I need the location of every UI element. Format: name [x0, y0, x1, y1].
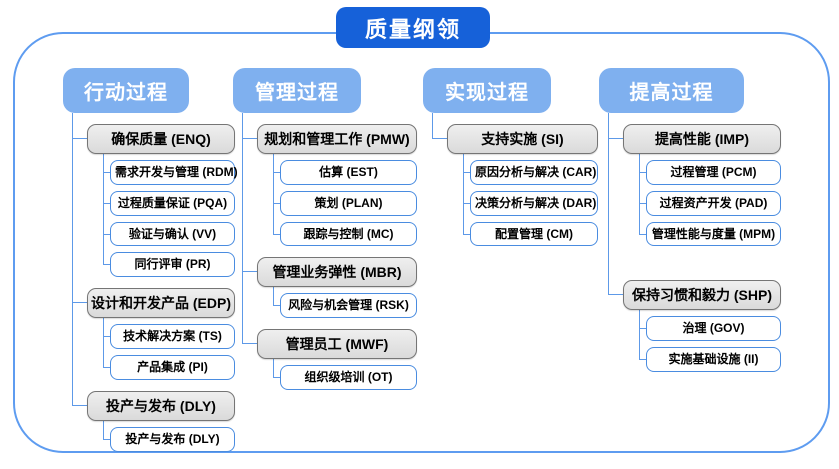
practice-node: 产品集成 (PI) — [110, 354, 235, 380]
process-area-node: 确保质量 (ENQ) — [87, 124, 235, 154]
process-area-node: 保持习惯和毅力 (SHP) — [623, 280, 781, 311]
practice-item: 技术解决方案 (TS) — [103, 318, 235, 349]
practice-item: 产品集成 (PI) — [103, 348, 235, 380]
process-area-node: 支持实施 (SI) — [447, 124, 598, 154]
process-area-node: 规划和管理工作 (PMW) — [257, 124, 417, 154]
column-body: 提高性能 (IMP) 过程管理 (PCM) 过程资产开发 (PAD) 管理性能与度量 … — [608, 113, 781, 372]
process-area-node: 投产与发布 (DLY) — [87, 390, 235, 421]
process-column: 提高过程提高性能 (IMP) 过程管理 (PCM) 过程资产开发 (PAD) 管理性能… — [599, 68, 781, 372]
practice-node: 策划 (PLAN) — [280, 190, 417, 216]
practice-node: 过程资产开发 (PAD) — [646, 190, 781, 216]
practice-node: 估算 (EST) — [280, 160, 417, 185]
practice-node: 过程管理 (PCM) — [646, 160, 781, 185]
practice-list: 技术解决方案 (TS) 产品集成 (PI) — [103, 318, 235, 380]
column-header: 实现过程 — [423, 68, 551, 113]
process-group: 保持习惯和毅力 (SHP) 治理 (GOV) 实施基础设施 (II) — [608, 246, 781, 372]
practice-node: 过程质量保证 (PQA) — [110, 190, 235, 216]
practice-list: 投产与发布 (DLY) — [103, 420, 235, 452]
practice-item: 组织级培训 (OT) — [273, 359, 417, 390]
practice-item: 投产与发布 (DLY) — [103, 420, 235, 452]
practice-item: 估算 (EST) — [273, 154, 417, 185]
practice-node: 配置管理 (CM) — [470, 221, 598, 247]
column-header: 管理过程 — [233, 68, 361, 113]
practice-node: 原因分析与解决 (CAR) — [470, 160, 598, 185]
practice-list: 需求开发与管理 (RDM) 过程质量保证 (PQA) 验证与确认 (VV) 同行评审 … — [103, 154, 238, 278]
process-group: 投产与发布 (DLY) 投产与发布 (DLY) — [72, 379, 235, 452]
practice-list: 过程管理 (PCM) 过程资产开发 (PAD) 管理性能与度量 (MPM) — [639, 154, 781, 247]
practice-item: 验证与确认 (VV) — [103, 215, 235, 247]
practice-node: 技术解决方案 (TS) — [110, 324, 235, 349]
practice-item: 原因分析与解决 (CAR) — [463, 154, 598, 185]
column-body: 确保质量 (ENQ) 需求开发与管理 (RDM) 过程质量保证 (PQA) 验证与确认… — [72, 113, 238, 452]
practice-node: 组织级培训 (OT) — [280, 365, 417, 390]
practice-item: 同行评审 (PR) — [103, 246, 235, 278]
process-group: 支持实施 (SI) 原因分析与解决 (CAR) 决策分析与解决 (DAR) 配置管理 … — [432, 113, 598, 247]
practice-item: 治理 (GOV) — [639, 310, 781, 342]
process-group: 确保质量 (ENQ) 需求开发与管理 (RDM) 过程质量保证 (PQA) 验证与确认… — [72, 113, 238, 278]
practice-list: 组织级培训 (OT) — [273, 359, 417, 390]
practice-node: 决策分析与解决 (DAR) — [470, 190, 598, 216]
practice-node: 需求开发与管理 (RDM) — [110, 160, 238, 185]
process-group: 提高性能 (IMP) 过程管理 (PCM) 过程资产开发 (PAD) 管理性能与度量 … — [608, 113, 781, 247]
practice-node: 实施基础设施 (II) — [646, 347, 781, 372]
practice-node: 验证与确认 (VV) — [110, 221, 235, 247]
process-column: 行动过程确保质量 (ENQ) 需求开发与管理 (RDM) 过程质量保证 (PQA) 验… — [63, 68, 238, 452]
practice-item: 过程资产开发 (PAD) — [639, 184, 781, 216]
column-body: 规划和管理工作 (PMW) 估算 (EST) 策划 (PLAN) 跟踪与控制 (MC)… — [242, 113, 417, 390]
practice-node: 同行评审 (PR) — [110, 252, 235, 278]
practice-item: 策划 (PLAN) — [273, 184, 417, 216]
process-area-node: 管理员工 (MWF) — [257, 329, 417, 360]
practice-item: 过程管理 (PCM) — [639, 154, 781, 185]
practice-node: 治理 (GOV) — [646, 316, 781, 342]
practice-node: 跟踪与控制 (MC) — [280, 221, 417, 247]
practice-node: 风险与机会管理 (RSK) — [280, 293, 417, 319]
process-area-node: 设计和开发产品 (EDP) — [87, 288, 235, 319]
process-group: 规划和管理工作 (PMW) 估算 (EST) 策划 (PLAN) 跟踪与控制 (MC) — [242, 113, 417, 247]
column-header: 行动过程 — [63, 68, 189, 113]
practice-list: 原因分析与解决 (CAR) 决策分析与解决 (DAR) 配置管理 (CM) — [463, 154, 598, 247]
practice-item: 风险与机会管理 (RSK) — [273, 287, 417, 319]
column-header: 提高过程 — [599, 68, 744, 113]
practice-list: 治理 (GOV) 实施基础设施 (II) — [639, 310, 781, 372]
process-area-node: 管理业务弹性 (MBR) — [257, 257, 417, 288]
practice-item: 决策分析与解决 (DAR) — [463, 184, 598, 216]
practice-item: 配置管理 (CM) — [463, 215, 598, 247]
practice-node: 投产与发布 (DLY) — [110, 426, 235, 452]
practice-node: 管理性能与度量 (MPM) — [646, 221, 781, 247]
process-column: 实现过程支持实施 (SI) 原因分析与解决 (CAR) 决策分析与解决 (DAR) 配… — [423, 68, 598, 247]
practice-item: 需求开发与管理 (RDM) — [103, 154, 238, 185]
process-group: 管理业务弹性 (MBR) 风险与机会管理 (RSK) — [242, 246, 417, 319]
practice-item: 管理性能与度量 (MPM) — [639, 215, 781, 247]
diagram-title: 质量纲领 — [336, 7, 490, 48]
practice-item: 跟踪与控制 (MC) — [273, 215, 417, 247]
process-group: 设计和开发产品 (EDP) 技术解决方案 (TS) 产品集成 (PI) — [72, 277, 235, 380]
practice-item: 过程质量保证 (PQA) — [103, 184, 235, 216]
column-body: 支持实施 (SI) 原因分析与解决 (CAR) 决策分析与解决 (DAR) 配置管理 … — [432, 113, 598, 247]
practice-list: 估算 (EST) 策划 (PLAN) 跟踪与控制 (MC) — [273, 154, 417, 247]
process-area-node: 提高性能 (IMP) — [623, 124, 781, 154]
process-column: 管理过程规划和管理工作 (PMW) 估算 (EST) 策划 (PLAN) 跟踪与控制 … — [233, 68, 417, 390]
practice-item: 实施基础设施 (II) — [639, 341, 781, 372]
practice-list: 风险与机会管理 (RSK) — [273, 287, 417, 319]
process-group: 管理员工 (MWF) 组织级培训 (OT) — [242, 318, 417, 390]
